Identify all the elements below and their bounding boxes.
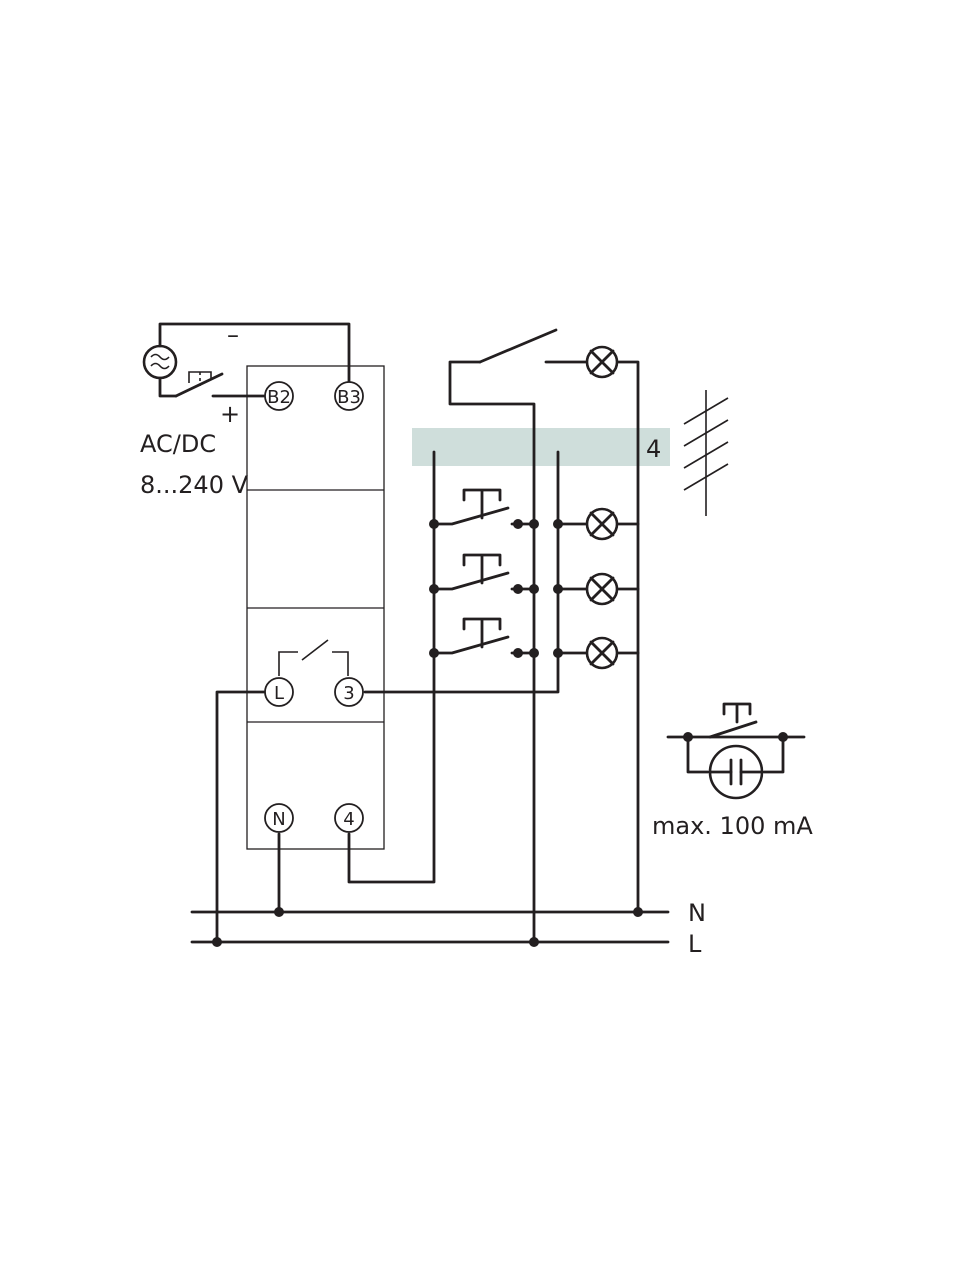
pushbutton-2-icon (462, 553, 502, 585)
junction-dots (212, 519, 643, 947)
control-supply (142, 322, 351, 398)
terminal-3-label: 3 (343, 683, 354, 704)
cable-band (412, 428, 670, 466)
terminal-4-label: 4 (343, 809, 354, 830)
terminal-b3-label: B3 (337, 387, 361, 408)
cable-hatch-icon (683, 390, 729, 516)
supply-type-label: AC/DC (140, 430, 216, 458)
supply-range-label: 8...240 V (140, 471, 249, 499)
wiring (190, 328, 670, 944)
plus-sign: + (220, 400, 240, 428)
terminal-4: 4 (334, 803, 364, 833)
terminal-b3: B3 (334, 381, 364, 411)
pushbutton-3-icon (462, 617, 502, 649)
device-enclosure (246, 365, 385, 850)
lamp-top (585, 345, 619, 379)
pushbutton-current-note: max. 100 mA (652, 812, 813, 840)
bus-n-label: N (688, 899, 706, 927)
terminal-l: L (264, 677, 294, 707)
terminal-n: N (264, 803, 294, 833)
ac-dc-source-icon (142, 344, 178, 380)
cable-core-count: 4 (646, 435, 661, 463)
terminal-l-label: L (274, 683, 284, 704)
terminal-n-label: N (272, 809, 285, 830)
illuminated-pushbutton-symbol (666, 702, 806, 800)
pushbutton-1-icon (462, 488, 502, 520)
terminal-b2-label: B2 (267, 387, 291, 408)
bus-l-label: L (688, 930, 702, 958)
terminal-b2: B2 (264, 381, 294, 411)
lamp-2 (585, 572, 619, 606)
relay-contact (278, 639, 349, 676)
lamp-1 (585, 507, 619, 541)
pushbutton-actuators (462, 488, 502, 649)
minus-sign: – (227, 321, 239, 349)
terminal-3: 3 (334, 677, 364, 707)
lamp-3 (585, 636, 619, 670)
